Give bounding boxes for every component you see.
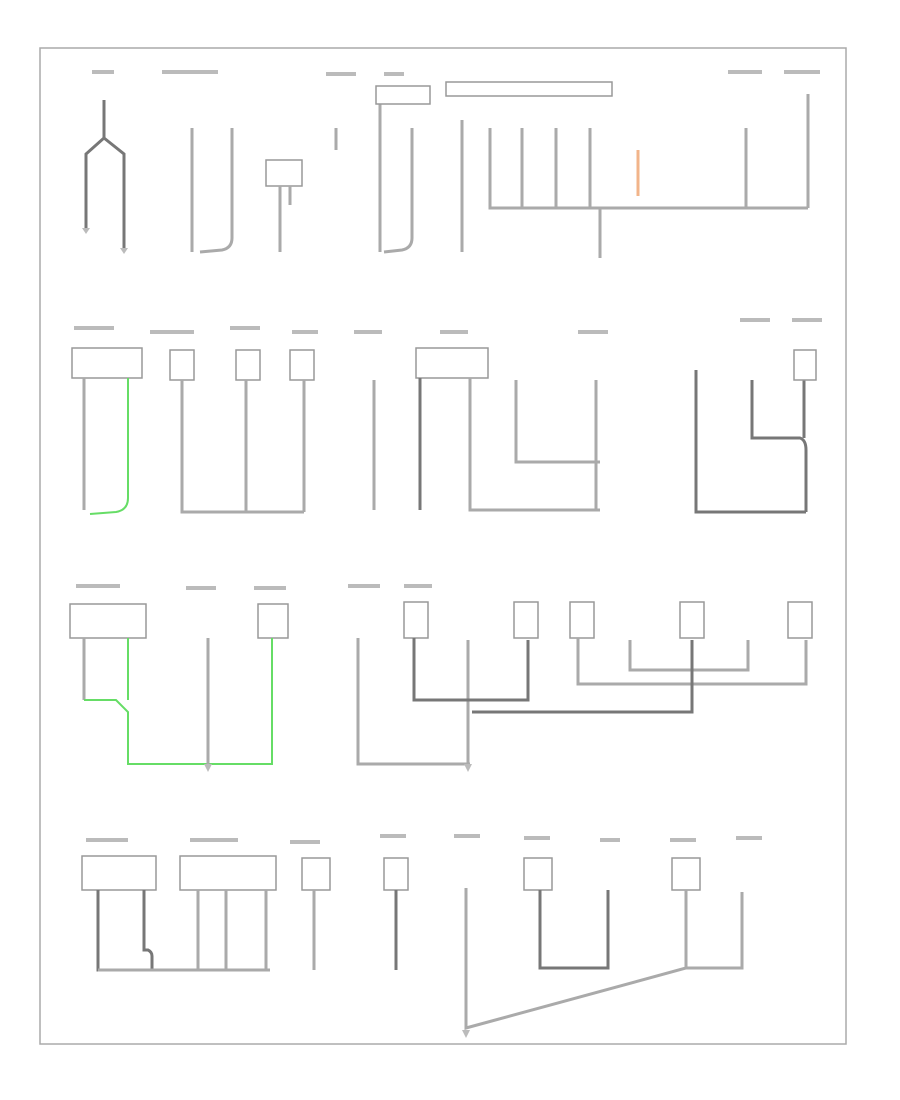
component-instrument-cluster bbox=[71, 347, 143, 379]
component-right-rear-lamp bbox=[787, 601, 813, 639]
component-seat-module bbox=[301, 857, 331, 891]
label-mark bbox=[524, 836, 550, 840]
component-license-lamp bbox=[679, 601, 705, 639]
label-mark bbox=[740, 318, 770, 322]
wire-right-lamp-bundle bbox=[694, 370, 808, 514]
wire-left-kick-bundle bbox=[180, 380, 306, 514]
label-mark bbox=[230, 326, 260, 330]
component-powertrain-control-module bbox=[445, 81, 613, 97]
component-overhead-console bbox=[265, 159, 303, 187]
component-clock bbox=[169, 349, 195, 381]
wire-heated-mirror bbox=[412, 638, 530, 702]
label-mark bbox=[792, 318, 822, 322]
component-left-rear-lamp bbox=[569, 601, 595, 639]
label-mark bbox=[380, 834, 406, 838]
label-mark bbox=[784, 70, 820, 74]
wire-engine-ground-split bbox=[84, 100, 126, 248]
component-chime-module bbox=[289, 349, 315, 381]
row-1-components bbox=[82, 81, 810, 258]
ground-symbol-icon bbox=[120, 248, 128, 254]
ground-symbol-icon bbox=[204, 764, 212, 772]
component-heated-mirror bbox=[403, 601, 429, 639]
wire-theft-green bbox=[208, 638, 273, 765]
component-backup-lamp bbox=[513, 601, 539, 639]
wire-ignition-green bbox=[84, 638, 208, 765]
component-theft-sensor bbox=[257, 603, 289, 639]
label-mark bbox=[86, 838, 128, 842]
label-mark bbox=[186, 586, 216, 590]
label-mark bbox=[600, 838, 620, 842]
wire-fuel-pump bbox=[684, 890, 744, 970]
label-mark bbox=[348, 584, 380, 588]
wire-right-rear-bundle bbox=[468, 378, 600, 512]
label-mark bbox=[190, 838, 238, 842]
label-mark bbox=[736, 836, 762, 840]
ground-symbol-icon bbox=[464, 764, 472, 772]
component-trip-computer bbox=[235, 349, 261, 381]
component-ignition-switch bbox=[69, 603, 147, 639]
wire-pcm-bus bbox=[488, 94, 810, 210]
wire-door-lock-bundle bbox=[98, 890, 270, 972]
label-mark bbox=[454, 834, 480, 838]
label-mark bbox=[326, 72, 356, 76]
wire-rear-center-ground bbox=[464, 888, 688, 1030]
component-labels bbox=[74, 70, 822, 844]
label-mark bbox=[292, 330, 318, 334]
component-relay bbox=[375, 85, 431, 105]
label-mark bbox=[76, 584, 120, 588]
label-mark bbox=[150, 330, 194, 334]
component-transmission-module bbox=[415, 347, 489, 379]
label-mark bbox=[578, 330, 608, 334]
label-mark bbox=[254, 586, 286, 590]
wire-column-3 bbox=[334, 100, 414, 254]
component-right-lamp bbox=[793, 349, 817, 381]
label-mark bbox=[728, 70, 762, 74]
wire-cluster-green bbox=[89, 378, 129, 515]
wire-rear-lamp-return bbox=[472, 640, 694, 714]
component-door-lock-module bbox=[179, 855, 277, 891]
ground-symbol-icon bbox=[462, 1030, 470, 1038]
label-mark bbox=[384, 72, 404, 76]
component-rear-sensor bbox=[523, 857, 553, 891]
component-fuel-pump bbox=[671, 857, 701, 891]
component-door-module bbox=[81, 855, 157, 891]
wire-overhead-console bbox=[278, 186, 292, 252]
row-3-components bbox=[69, 601, 813, 772]
label-mark bbox=[404, 584, 432, 588]
label-mark bbox=[440, 330, 468, 334]
row-4-components bbox=[81, 855, 744, 1038]
label-mark bbox=[354, 330, 382, 334]
label-mark bbox=[92, 70, 114, 74]
diagram-border bbox=[39, 47, 847, 1045]
wire-blower-control bbox=[190, 128, 234, 254]
row-2-components bbox=[71, 347, 817, 515]
label-mark bbox=[162, 70, 218, 74]
label-mark bbox=[74, 326, 114, 330]
ground-symbol-icon bbox=[82, 228, 90, 234]
label-mark bbox=[290, 840, 320, 844]
component-left-lamp-4 bbox=[383, 857, 409, 891]
wire-lp-rear-bundle bbox=[356, 638, 470, 766]
wire-door-module bbox=[96, 890, 154, 972]
wire-rear-sensor bbox=[538, 890, 610, 970]
label-mark bbox=[670, 838, 696, 842]
